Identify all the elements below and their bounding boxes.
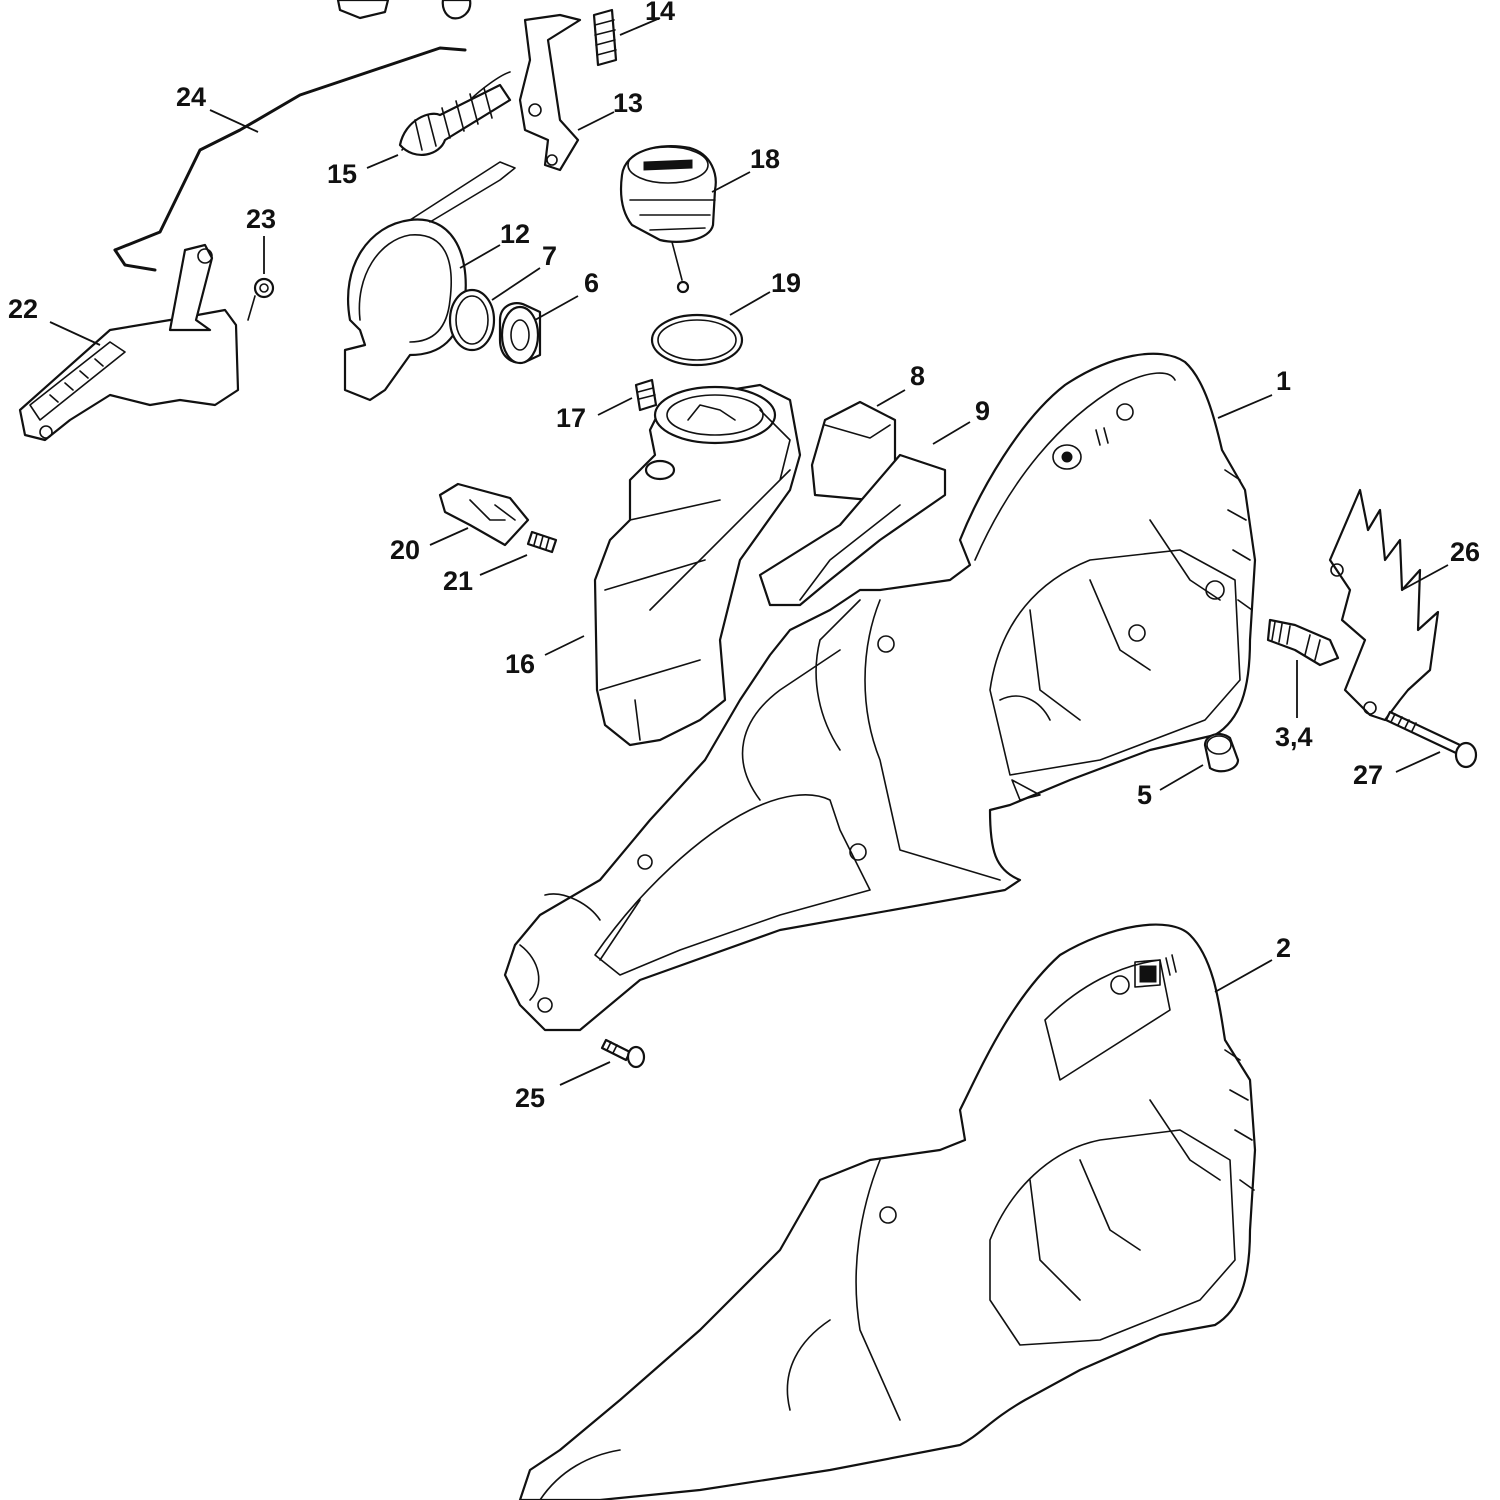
callout-8: 8 — [910, 361, 925, 391]
callout-21: 21 — [443, 566, 473, 596]
part-2-housing-lower — [518, 923, 1257, 1500]
part-6-ball-bearing — [498, 302, 542, 365]
callout-12: 12 — [500, 219, 530, 249]
callout-9: 9 — [975, 396, 990, 426]
callout-24: 24 — [176, 82, 206, 112]
part-14-spring — [592, 8, 618, 67]
callout-14: 14 — [645, 0, 675, 26]
callout-25: 25 — [515, 1083, 545, 1113]
part-27-screw — [1384, 710, 1478, 769]
callout-5: 5 — [1137, 780, 1152, 810]
callout-19: 19 — [771, 268, 801, 298]
part-fragment-top — [336, 0, 472, 20]
part-15-tension-spring — [398, 71, 512, 156]
callout-18: 18 — [750, 144, 780, 174]
part-18-oil-filler-cap — [619, 145, 717, 294]
part-17-vent-valve — [634, 378, 658, 412]
leader-lines — [49, 17, 1449, 1086]
part-25-screw — [600, 1038, 646, 1069]
part-23-small-spring — [247, 277, 275, 321]
part-22-hand-guard — [18, 243, 240, 442]
part-26-spiked-bumper — [1328, 488, 1440, 722]
part-1-housing-upper — [503, 352, 1257, 1032]
callout-26: 26 — [1450, 537, 1480, 567]
part-21-spring — [526, 530, 558, 554]
part-12-brake-band — [343, 161, 516, 402]
part-13-brake-lever — [518, 13, 582, 172]
callout-22: 22 — [8, 294, 38, 324]
callout-1: 1 — [1276, 366, 1291, 396]
callout-3-4: 3,4 — [1275, 722, 1313, 752]
callout-13: 13 — [613, 88, 643, 118]
callout-16: 16 — [505, 649, 535, 679]
part-24-rod — [113, 46, 467, 272]
part-7-ring — [448, 288, 496, 352]
callout-27: 27 — [1353, 760, 1383, 790]
callout-20: 20 — [390, 535, 420, 565]
part-3-4-bolt — [1266, 618, 1340, 667]
callout-6: 6 — [584, 268, 599, 298]
callout-23: 23 — [246, 204, 276, 234]
part-5-sleeve — [1203, 732, 1240, 773]
callout-15: 15 — [327, 159, 357, 189]
part-19-o-ring — [650, 313, 744, 367]
callout-17: 17 — [556, 403, 586, 433]
part-9-cover — [758, 453, 947, 607]
part-16-oil-tank — [593, 383, 802, 747]
callout-2: 2 — [1276, 933, 1291, 963]
callout-labels: 1 2 3,4 5 6 7 8 9 12 13 14 15 16 17 18 1… — [8, 0, 1480, 1113]
part-20-pump-piston — [438, 482, 530, 547]
callout-7: 7 — [542, 241, 557, 271]
